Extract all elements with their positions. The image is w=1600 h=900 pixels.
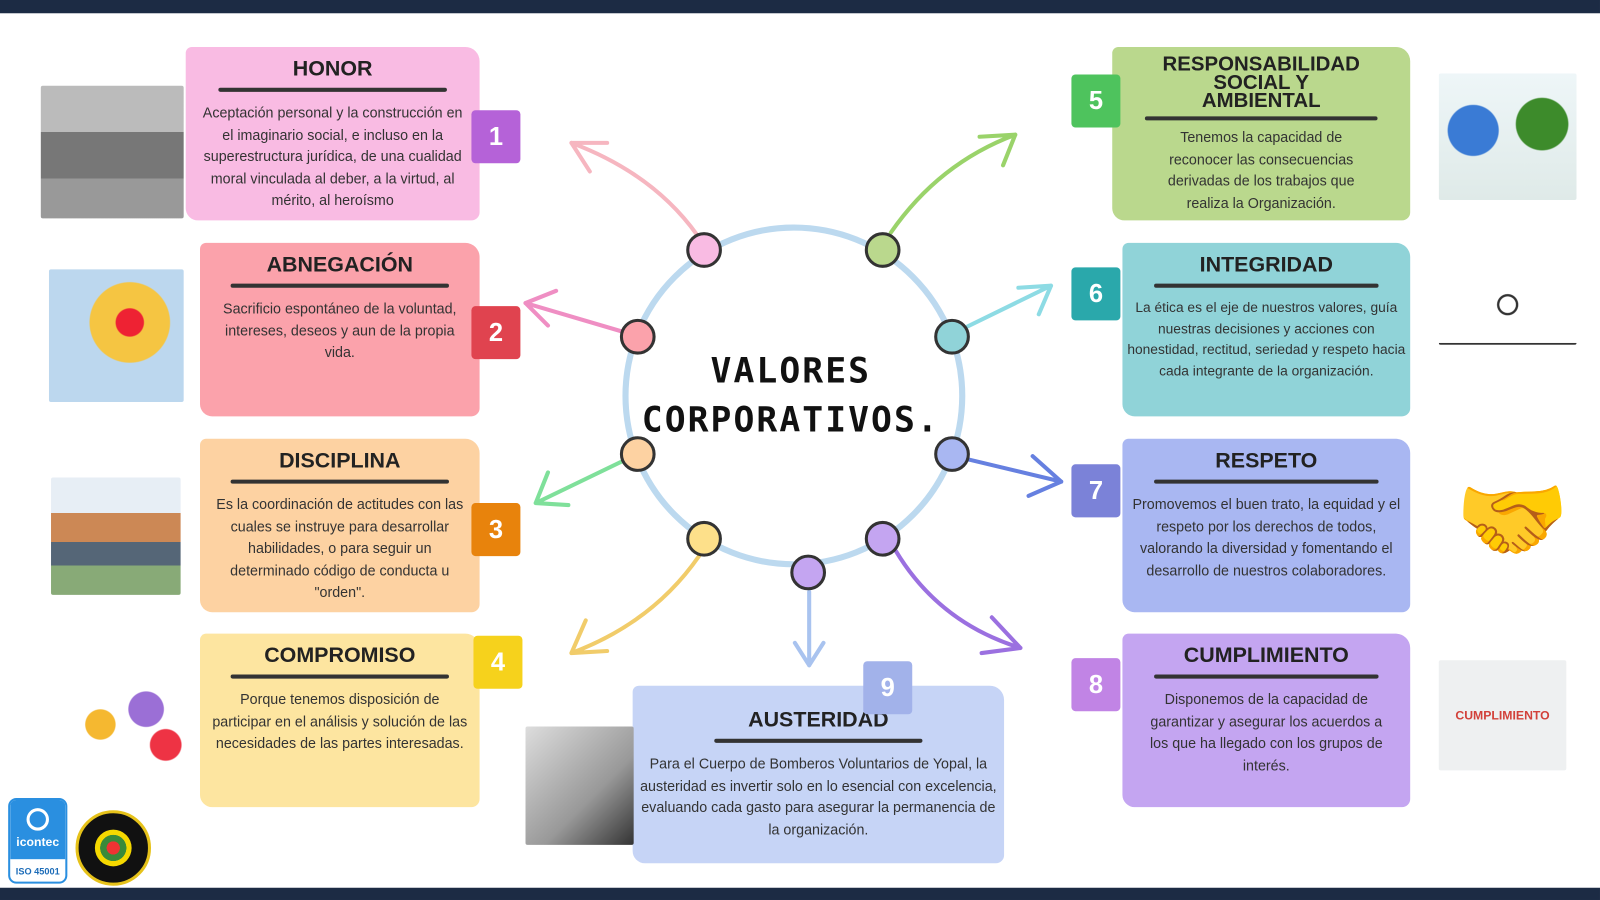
- arrow-6: [965, 283, 1054, 329]
- cumplimiento-image: CUMPLIMIENTO: [1438, 660, 1567, 771]
- arrow-1: [569, 140, 699, 237]
- number-tab-9: 9: [863, 661, 913, 715]
- fire-truck-photo: [40, 85, 184, 219]
- dot-1: [686, 232, 722, 268]
- dot-7: [934, 436, 970, 472]
- arrow-3: [533, 459, 625, 508]
- arrow-7: [965, 454, 1064, 498]
- dot-3: [619, 436, 656, 472]
- icontec-logo: icontec ISO 45001: [8, 797, 68, 884]
- arrow-8: [893, 548, 1023, 656]
- dot-2: [619, 318, 656, 355]
- dot-6: [934, 318, 970, 355]
- ethics-illustration: [1438, 273, 1577, 345]
- number-tab-5: 5: [1071, 74, 1121, 128]
- arrow-5: [888, 132, 1018, 235]
- firefighter-illustration: [48, 269, 184, 403]
- number-tab-7: 7: [1071, 464, 1121, 518]
- number-tab-4: 4: [473, 635, 523, 689]
- dot-5: [864, 232, 901, 268]
- arrow-2: [523, 288, 625, 334]
- earth-and-tree-photo: [1438, 73, 1577, 200]
- puzzle-illustration: [61, 673, 192, 776]
- dot-9: [790, 554, 827, 591]
- parade-photo: [51, 477, 181, 595]
- number-tab-6: 6: [1071, 267, 1121, 321]
- calculator-coins-photo: [525, 726, 634, 845]
- diagram-title: VALORES CORPORATIVOS.: [641, 351, 940, 441]
- dot-8: [864, 520, 901, 557]
- bomberos-yopal-seal: [75, 810, 152, 886]
- arrow-4: [569, 554, 702, 656]
- bottom-bar: [0, 887, 1600, 900]
- arrow-9: [792, 589, 826, 668]
- top-bar: [0, 0, 1600, 14]
- number-tab-2: 2: [471, 306, 521, 360]
- handshake-icon: 🤝: [1455, 469, 1570, 572]
- number-tab-1: 1: [471, 110, 521, 164]
- dot-4: [686, 520, 722, 557]
- number-tab-8: 8: [1071, 658, 1121, 712]
- number-tab-3: 3: [471, 503, 521, 557]
